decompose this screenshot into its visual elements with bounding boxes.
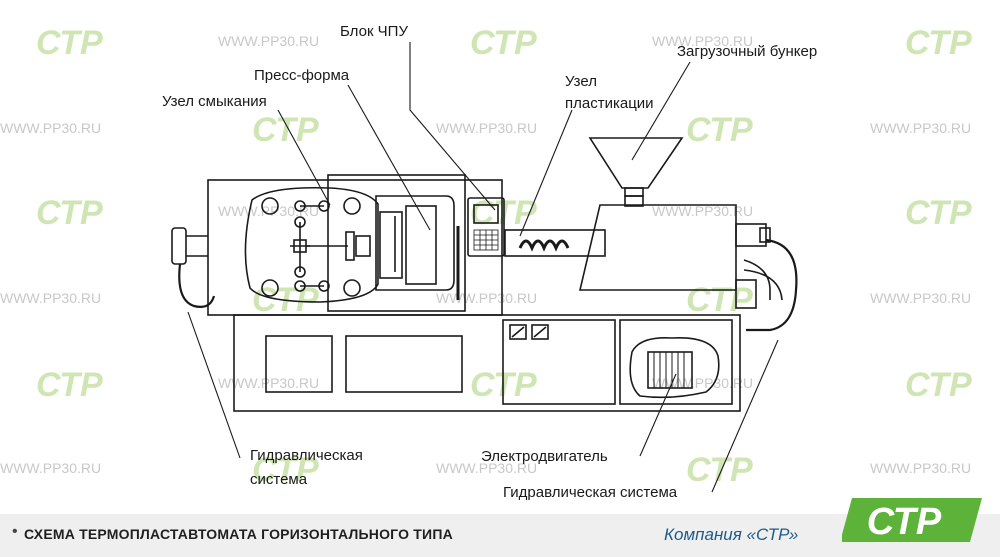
injection-molding-diagram: СТР WWW.PP30.RU СТР WWW.PP30.RU СТР WWW.PP30.…: [0, 23, 972, 501]
watermark-text: WWW.PP30.RU: [436, 290, 537, 306]
label-plastication-line1: Узел: [565, 73, 597, 90]
footer-bullet: •: [12, 523, 18, 540]
label-hopper: Загрузочный бункер: [677, 43, 817, 60]
company-logo: СТР: [842, 498, 982, 543]
motor-compartment: [619, 319, 733, 405]
label-motor: Электродвигатель: [481, 448, 608, 465]
base-panel-2: [345, 335, 463, 393]
clamping-frame: [207, 179, 503, 316]
leader-lines: [187, 42, 779, 493]
label-hydraulic-left-line1: Гидравлическая: [250, 447, 363, 464]
watermark-text: WWW.PP30.RU: [652, 375, 753, 391]
watermark-logo: СТР: [470, 24, 537, 62]
label-hydraulic-right: Гидравлическая система: [503, 484, 678, 501]
footer-title: СХЕМА ТЕРМОПЛАСТАВТОМАТА ГОРИЗОНТАЛЬНОГО…: [24, 526, 453, 542]
watermark-text: WWW.PP30.RU: [870, 460, 971, 476]
mold-frame: [327, 174, 466, 312]
watermark-text: WWW.PP30.RU: [436, 120, 537, 136]
left-fitting: [171, 227, 187, 265]
watermark-text: WWW.PP30.RU: [0, 290, 101, 306]
mold-half-fixed: [405, 205, 437, 285]
watermark-text: WWW.PP30.RU: [218, 375, 319, 391]
watermark-text: WWW.PP30.RU: [652, 33, 753, 49]
watermark-logo: СТР: [686, 111, 753, 149]
gauge-1: [509, 324, 527, 340]
label-cnc-block: Блок ЧПУ: [340, 23, 408, 40]
watermark-logo: СТР: [905, 366, 972, 404]
watermark-logo: СТР: [252, 111, 319, 149]
logo-shape: [842, 498, 982, 542]
hopper: [588, 137, 684, 189]
watermark-logo: СТР: [686, 451, 753, 489]
watermark-logo: СТР: [36, 24, 103, 62]
motor-housing: [629, 336, 720, 399]
machine-drawing: [171, 42, 798, 493]
label-plastication-line2: пластикации: [565, 95, 654, 112]
hydraulic-hose-right: [746, 238, 798, 332]
watermark-logo: СТР: [252, 451, 319, 489]
watermark-text: WWW.PP30.RU: [218, 33, 319, 49]
base-panel-1: [265, 335, 333, 393]
watermark-text: WWW.PP30.RU: [0, 120, 101, 136]
watermark-text: WWW.PP30.RU: [870, 120, 971, 136]
mold-half-moving: [379, 211, 403, 279]
logo-text: СТР: [867, 501, 942, 543]
label-mold: Пресс-форма: [254, 67, 350, 84]
screw: [518, 239, 570, 252]
plasticizing-barrel: [504, 229, 606, 257]
watermark-text: WWW.PP30.RU: [218, 203, 319, 219]
cnc-screen: [473, 204, 499, 224]
watermark-logo: СТР: [36, 366, 103, 404]
watermark-text: WWW.PP30.RU: [0, 460, 101, 476]
watermark-logo: СТР: [686, 281, 753, 319]
label-clamping: Узел смыкания: [162, 93, 267, 110]
watermark-text: WWW.PP30.RU: [436, 460, 537, 476]
clamping-mechanism: [244, 186, 379, 303]
mold-outline: [375, 195, 455, 291]
base-panel-3: [502, 319, 616, 405]
footer-bar: • СХЕМА ТЕРМОПЛАСТАВТОМАТА ГОРИЗОНТАЛЬНО…: [0, 514, 1000, 557]
watermark-text: WWW.PP30.RU: [870, 290, 971, 306]
hydraulic-hose-left: [178, 263, 216, 308]
cnc-block: [467, 197, 505, 257]
cnc-keypad: [473, 229, 499, 251]
footer-company: Компания «СТР»: [664, 525, 799, 544]
watermark-text: WWW.PP30.RU: [652, 203, 753, 219]
watermark-logo: СТР: [905, 194, 972, 232]
watermark-logo: СТР: [905, 24, 972, 62]
gauge-2: [531, 324, 549, 340]
watermark-logo: СТР: [36, 194, 103, 232]
label-hydraulic-left-line2: система: [250, 471, 308, 488]
